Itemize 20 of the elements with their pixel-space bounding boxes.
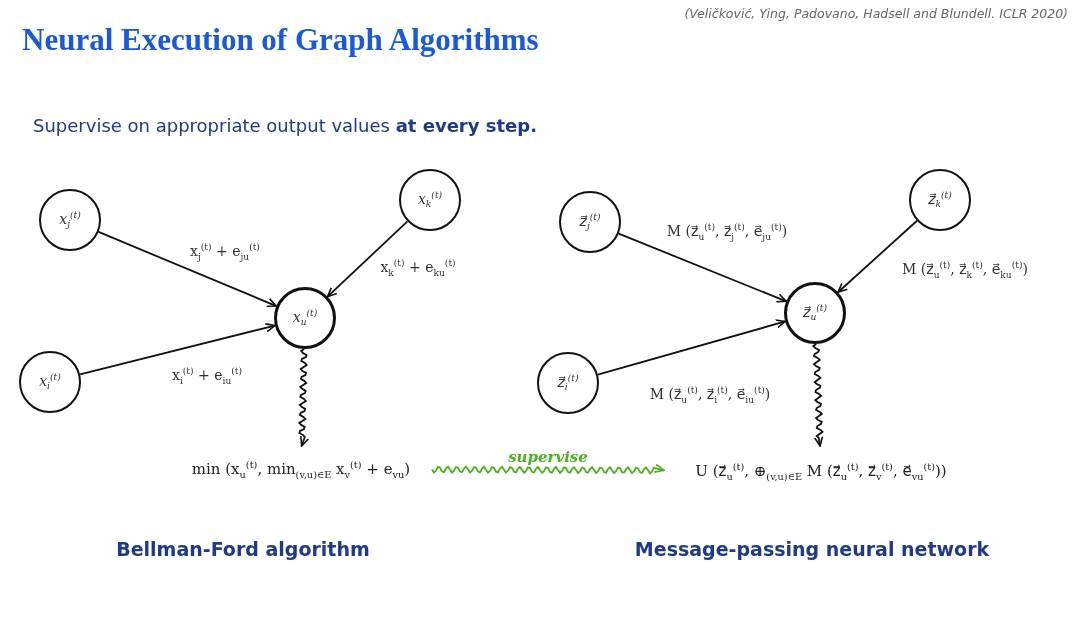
- title: Neural Execution of Graph Algorithms: [22, 22, 539, 58]
- edge-label: M (z⃗$_{u}$$^{(t)}$, z⃗$_{i}$$^{(t)}$, e⃗$_{iu}$$^{(t)}$): [647, 385, 773, 405]
- wavy-arrow: [431, 463, 665, 475]
- subtitle: Supervise on appropriate output values at every step.: [33, 115, 537, 136]
- formula: U (z⃗$_{u}$$^{(t)}$, ⊕$_{(v,u)∈E}$ M (z⃗$_{u}$$^{(t)}$, z⃗$_{v}$$^{(t)}$, e⃗$_{vu}$$^{(t)}$)): [664, 446, 978, 496]
- arrow: [79, 323, 276, 376]
- caption: Message-passing neural network: [634, 538, 990, 560]
- wavy-arrow: [811, 343, 824, 447]
- edge-label: supervise: [506, 448, 590, 466]
- arrow: [617, 232, 788, 303]
- arrow: [596, 319, 787, 376]
- caption: Bellman-Ford algorithm: [116, 538, 370, 560]
- edge-label: M (z⃗$_{u}$$^{(t)}$, z⃗$_{k}$$^{(t)}$, e⃗$_{ku}$$^{(t)}$): [900, 260, 1030, 280]
- edge-label: M (z⃗$_{u}$$^{(t)}$, z⃗$_{j}$$^{(t)}$, e⃗$_{ju}$$^{(t)}$): [664, 222, 790, 242]
- arrow: [326, 220, 409, 298]
- arrow: [97, 231, 278, 308]
- wavy-arrow: [297, 348, 310, 447]
- citation: (Veličković, Ying, Padovano, Hadsell and Blundell. ICLR 2020): [684, 6, 1068, 21]
- arrow: [837, 219, 918, 294]
- formula: min (x$_{u}$$^{(t)}$, min$_{(v,u)∈E}$ x$_{v}$$^{(t)}$ + e$_{vu}$): [170, 446, 432, 492]
